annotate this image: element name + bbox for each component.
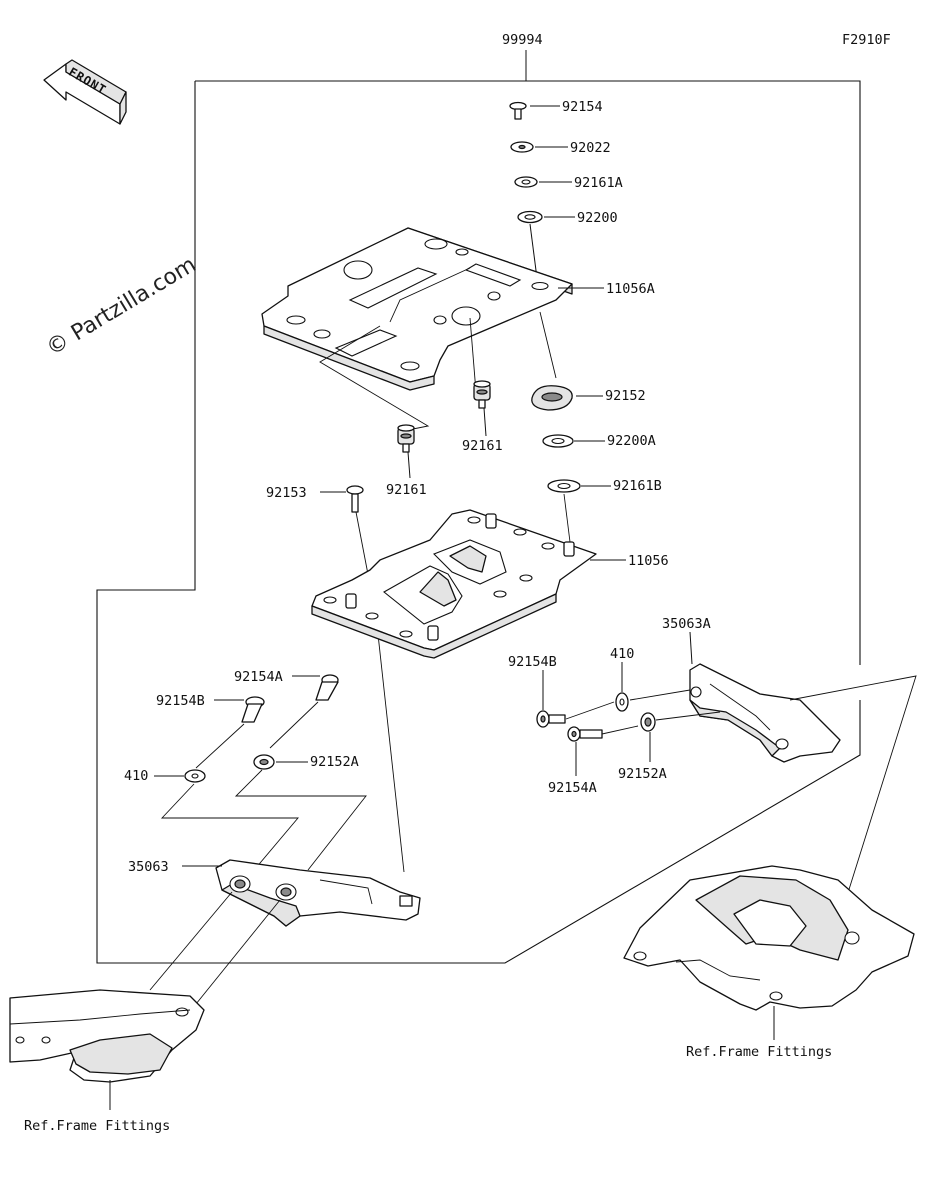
callout-410-left: 410: [124, 768, 148, 784]
callout-92200A: 92200A: [607, 433, 656, 449]
ref-label-right: Ref.Frame Fittings: [686, 1044, 832, 1060]
ref-label-left: Ref.Frame Fittings: [24, 1118, 170, 1134]
callout-11056A: 11056A: [606, 281, 655, 297]
bracket-35063[interactable]: [215, 859, 421, 927]
base-plate-11056[interactable]: [311, 509, 597, 659]
callout-92154: 92154: [562, 99, 603, 115]
callout-92152A-right: 92152A: [618, 766, 667, 782]
callout-92161-center: 92161: [462, 438, 503, 454]
callout-92161-left: 92161: [386, 482, 427, 498]
callout-92153: 92153: [266, 485, 307, 501]
washer-92200[interactable]: [517, 210, 543, 224]
front-arrow-icon: FRONT: [43, 59, 127, 125]
washer-92022[interactable]: [510, 141, 534, 153]
bolt-92153[interactable]: [346, 485, 364, 513]
screw-92154[interactable]: [509, 101, 527, 120]
callout-92154A-left: 92154A: [234, 669, 283, 685]
bracket-35063A[interactable]: [689, 663, 841, 763]
callout-92161B: 92161B: [613, 478, 662, 494]
watermark: © Partzilla.com: [42, 252, 200, 361]
callout-410-right: 410: [610, 646, 634, 662]
grommet-92152A-right[interactable]: [640, 712, 656, 732]
callout-92154A-right: 92154A: [548, 780, 597, 796]
bolt-92154B-right[interactable]: [536, 710, 566, 728]
washer-92200A[interactable]: [542, 434, 574, 448]
bolt-92154A-left[interactable]: [315, 674, 339, 701]
washer-410-right[interactable]: [615, 692, 629, 712]
callout-92154B-right: 92154B: [508, 654, 557, 670]
grommet-92152A-left[interactable]: [253, 754, 275, 770]
bolt-92154A-right[interactable]: [567, 726, 603, 742]
assembly-boundary: [195, 80, 861, 665]
bolt-92154B-left[interactable]: [241, 696, 265, 723]
grommet-92152[interactable]: [531, 385, 573, 411]
washer-92161A[interactable]: [514, 176, 538, 188]
assembly-number: 99994: [502, 32, 543, 48]
mount-92161-left[interactable]: [397, 424, 415, 453]
callout-92022: 92022: [570, 140, 611, 156]
washer-410-left[interactable]: [184, 769, 206, 783]
mount-92161-center[interactable]: [473, 380, 491, 409]
carrier-plate-11056A[interactable]: [261, 227, 573, 391]
callout-35063: 35063: [128, 859, 169, 875]
frame-fitting-right: [623, 865, 915, 1011]
callout-11056: 11056: [628, 553, 669, 569]
callout-92152A-left: 92152A: [310, 754, 359, 770]
figure-code: F2910F: [842, 32, 891, 48]
frame-fitting-left: [9, 989, 205, 1083]
washer-92161B[interactable]: [547, 479, 581, 493]
callout-92154B-left: 92154B: [156, 693, 205, 709]
callout-92161A: 92161A: [574, 175, 623, 191]
callout-35063A: 35063A: [662, 616, 711, 632]
callout-92200: 92200: [577, 210, 618, 226]
callout-92152: 92152: [605, 388, 646, 404]
